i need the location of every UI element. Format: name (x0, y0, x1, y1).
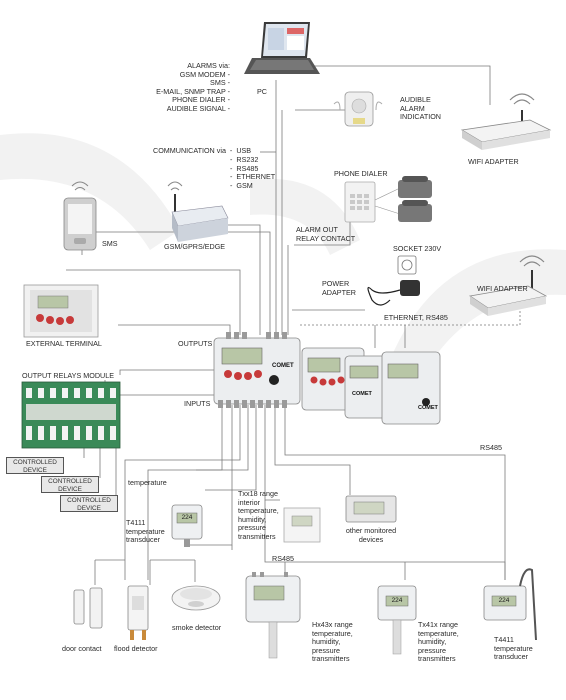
ethernet-rs485-label: ETHERNET, RS485 (384, 313, 448, 322)
tx41x-label: Tx41x range temperature, humidity, press… (418, 620, 459, 664)
phone-dialer-icon (344, 181, 401, 223)
output-relays-module-label: OUTPUT RELAYS MODULE (22, 371, 114, 380)
watermark-logo (0, 133, 566, 380)
comet-logo-3: COMET (418, 405, 438, 411)
comet-logo-2: COMET (352, 391, 372, 397)
power-adapter-label: POWER ADAPTER (322, 279, 356, 297)
flood-detector-label: flood detector (114, 644, 158, 653)
rs485-right-label: RS485 (480, 443, 502, 452)
main-logger-unit (213, 332, 301, 408)
temperature-label: temperature (128, 478, 167, 487)
door-contact-icon (73, 587, 103, 629)
outputs-label: OUTPUTS (178, 339, 213, 348)
controlled-device-3: CONTROLLED DEVICE (60, 495, 118, 512)
external-terminal-icon (23, 284, 99, 338)
phone-dialer-label: PHONE DIALER (334, 169, 388, 178)
tx41x-lcd-value: 224 (391, 597, 403, 604)
power-adapter-icon (367, 280, 420, 306)
sms-label: SMS (102, 239, 118, 248)
gsm-gprs-edge-label: GSM/GPRS/EDGE (164, 242, 226, 251)
gsm-modem-icon (167, 181, 229, 242)
alarms-via-label: ALARMS via: GSM MODEM - SMS - E-MAIL, SN… (156, 61, 230, 113)
controlled-device-1: CONTROLLED DEVICE (6, 457, 64, 474)
communication-via-label: COMMUNICATION via - USB (153, 146, 252, 155)
rs485-bottom-label: RS485 (272, 554, 294, 563)
laptop-icon (244, 22, 320, 74)
hx43x-transmitter-icon (245, 572, 301, 659)
inputs-label: INPUTS (184, 399, 211, 408)
flood-detector-icon (127, 585, 149, 640)
socket-icon (397, 255, 417, 275)
hx43x-label: Hx43x range temperature, humidity, press… (312, 620, 353, 664)
telephone-icon (398, 176, 432, 222)
txx18-transmitter-icon (283, 507, 321, 543)
wifi-adapter-mid-label: WIFI ADAPTER (477, 284, 528, 293)
wifi-adapter-top-label: WIFI ADAPTER (468, 157, 519, 166)
sms-phone-icon (63, 181, 97, 251)
audible-alarm-label: AUDIBLE ALARM INDICATION (400, 95, 441, 122)
pc-label: PC (257, 87, 267, 96)
other-devices-icon (345, 495, 397, 523)
wifi-adapter-top-icon (460, 93, 552, 150)
t4111-transducer-icon (171, 504, 203, 547)
t4111-label: T4111 temperature transducer (126, 518, 165, 545)
logger-unit-4 (381, 351, 441, 425)
comet-logo-1: COMET (272, 363, 294, 369)
smoke-detector-icon (171, 585, 221, 611)
t4411-lcd-value: 224 (498, 597, 510, 604)
t4411-label: T4411 temperature transducer (494, 635, 533, 662)
socket-label: SOCKET 230V (393, 244, 442, 253)
t4111-lcd-value: 224 (181, 514, 193, 521)
external-terminal-label: EXTERNAL TERMINAL (26, 339, 102, 348)
smoke-detector-label: smoke detector (172, 623, 222, 632)
alarm-out-label: ALARM OUT RELAY CONTACT (296, 225, 356, 243)
output-relays-module-icon (21, 381, 121, 449)
controlled-device-2: CONTROLLED DEVICE (41, 476, 99, 493)
tx41x-transmitter-icon (377, 585, 417, 655)
audible-alarm-icon (333, 91, 383, 127)
t4411-transducer-icon (483, 568, 537, 641)
other-devices-label: other monitored devices (345, 526, 397, 544)
communication-list: - RS232 - RS485 - ETHERNET - GSM (230, 155, 276, 190)
txx18-label: Txx18 range interior temperature, humidi… (238, 489, 279, 541)
door-contact-label: door contact (62, 644, 102, 653)
wifi-adapter-mid-icon (468, 255, 548, 316)
